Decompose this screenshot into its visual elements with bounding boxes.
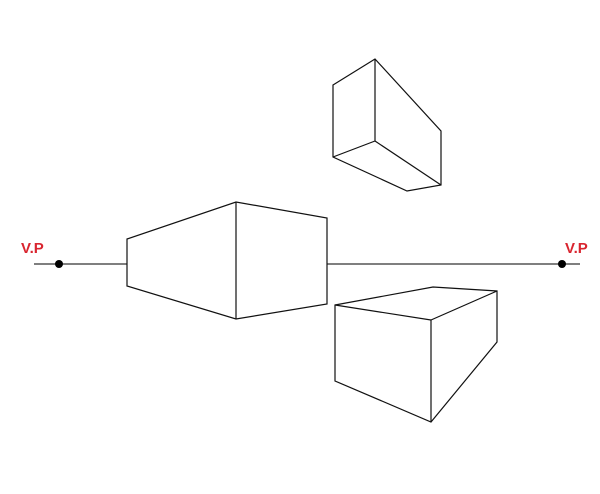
box-above-horizon [332,58,442,192]
right-vanishing-point [558,260,566,268]
left-vanishing-point [55,260,63,268]
right-vp-label: V.P [565,240,588,257]
left-vp-label: V.P [21,240,44,257]
box-at-eye-level [126,201,328,320]
box-below-horizon [334,286,498,423]
